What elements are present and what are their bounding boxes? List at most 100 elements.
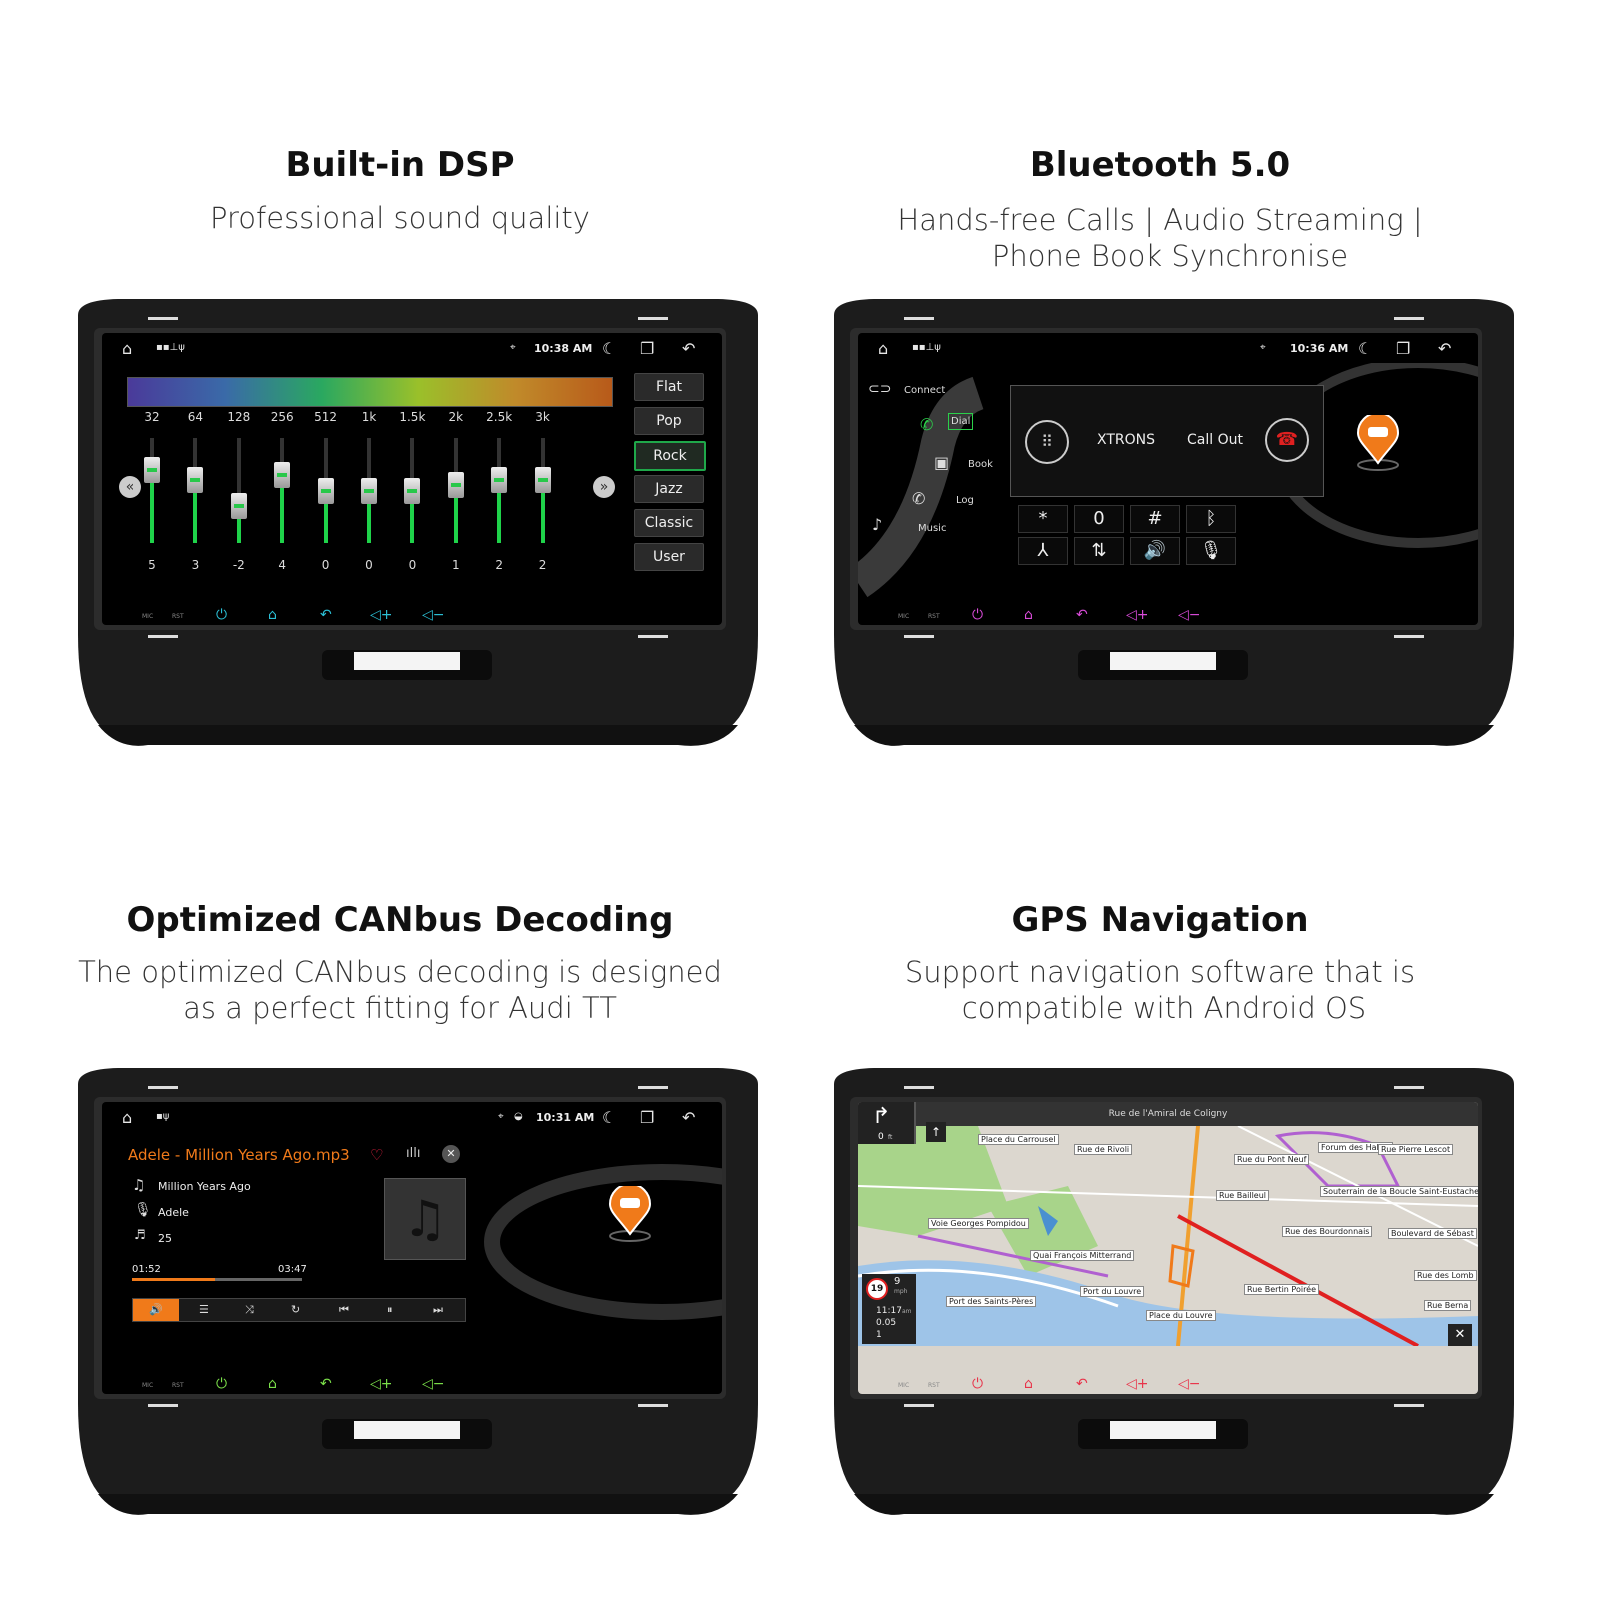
eq-slider-knob[interactable] xyxy=(317,477,334,504)
volume-down-icon[interactable]: ◁− xyxy=(422,1376,445,1392)
volume-up-icon[interactable]: ◁+ xyxy=(370,607,393,623)
back-key-icon[interactable]: ↶ xyxy=(1076,607,1088,623)
pause-icon[interactable]: ⏸ xyxy=(387,1303,393,1316)
turn-right-icon: ↱ xyxy=(872,1104,891,1129)
current-speed: 9 xyxy=(894,1276,901,1287)
night-mode-icon[interactable]: ☾ xyxy=(1358,339,1373,358)
power-icon[interactable]: ⏻ xyxy=(216,607,228,623)
dial-icon[interactable]: ✆ xyxy=(920,415,934,434)
back-icon[interactable]: ↶ xyxy=(1438,339,1452,358)
power-icon[interactable]: ⏻ xyxy=(216,1376,228,1392)
dial-key[interactable]: 🎙 xyxy=(1186,537,1236,565)
music-icon[interactable]: ♪ xyxy=(872,515,883,534)
music-label[interactable]: Music xyxy=(918,523,947,534)
dial-key[interactable]: ⅄ xyxy=(1018,537,1068,565)
book-label[interactable]: Book xyxy=(968,459,993,470)
home-icon[interactable]: ⌂ xyxy=(878,339,889,358)
favorite-icon[interactable]: ♡ xyxy=(370,1146,384,1164)
eq-preset-button[interactable]: User xyxy=(634,543,704,571)
dial-key[interactable]: # xyxy=(1130,505,1180,533)
eq-slider-knob[interactable] xyxy=(144,456,160,483)
eq-slider-fill xyxy=(410,490,415,543)
car-location-pin-icon[interactable] xyxy=(1356,415,1400,471)
playlist-icon[interactable]: ☰ xyxy=(199,1303,209,1316)
car-location-pin-icon[interactable] xyxy=(608,1186,652,1242)
eq-slider-knob[interactable] xyxy=(274,461,291,488)
eq-slider-knob[interactable] xyxy=(447,472,464,499)
log-icon[interactable]: ✆ xyxy=(912,489,926,508)
next-icon[interactable]: ⏭ xyxy=(433,1303,443,1316)
back-icon[interactable]: ↶ xyxy=(682,339,696,358)
progress-track[interactable] xyxy=(132,1278,302,1281)
eq-slider-knob[interactable] xyxy=(187,467,204,493)
map-street-label: Rue de Rivoli xyxy=(1074,1144,1133,1155)
back-key-icon[interactable]: ↶ xyxy=(1076,1376,1088,1392)
eq-slider-knob[interactable] xyxy=(230,493,247,520)
volume-up-icon[interactable]: ◁+ xyxy=(1126,1376,1149,1392)
connect-label[interactable]: Connect xyxy=(904,385,946,396)
eq-slider-knob[interactable] xyxy=(404,477,421,504)
power-icon[interactable]: ⏻ xyxy=(972,607,984,623)
dial-key[interactable]: * xyxy=(1018,505,1068,533)
close-navigation-button[interactable]: ✕ xyxy=(1448,1324,1472,1346)
volume-down-icon[interactable]: ◁− xyxy=(1178,1376,1201,1392)
map-canvas[interactable] xyxy=(858,1126,1478,1346)
back-icon[interactable]: ↶ xyxy=(682,1108,696,1127)
keypad-toggle-icon[interactable]: ⠿ xyxy=(1025,420,1069,464)
close-icon[interactable]: ✕ xyxy=(442,1145,460,1163)
dial-key[interactable]: ⇅ xyxy=(1074,537,1124,565)
eq-band-value: 3 xyxy=(191,558,200,572)
eq-next-arrow[interactable]: » xyxy=(593,476,615,498)
eq-preset-button[interactable]: Rock xyxy=(634,441,706,471)
eq-slider-track[interactable] xyxy=(236,438,241,543)
eq-slider-knob[interactable] xyxy=(361,477,377,504)
eq-preset-button[interactable]: Pop xyxy=(634,407,704,435)
eq-preset-button[interactable]: Flat xyxy=(634,373,704,401)
volume-icon[interactable]: 🔊 xyxy=(133,1299,179,1321)
connect-icon[interactable]: ⊂⊃ xyxy=(868,381,892,397)
eq-slider-knob[interactable] xyxy=(534,467,551,493)
volume-up-icon[interactable]: ◁+ xyxy=(1126,607,1149,623)
speed-unit: mph xyxy=(894,1288,908,1295)
eq-preset-button[interactable]: Jazz xyxy=(634,475,704,503)
home-icon[interactable]: ⌂ xyxy=(122,339,133,358)
repeat-icon[interactable]: ↻ xyxy=(291,1303,301,1316)
recent-apps-icon[interactable]: ❐ xyxy=(640,339,655,358)
recent-apps-icon[interactable]: ❐ xyxy=(640,1108,655,1127)
dial-key[interactable]: ᛒ xyxy=(1186,505,1236,533)
map-street-label: Rue des Lomb xyxy=(1414,1270,1477,1281)
volume-down-icon[interactable]: ◁− xyxy=(1178,607,1201,623)
home-key-icon[interactable]: ⌂ xyxy=(1024,607,1033,623)
home-key-icon[interactable]: ⌂ xyxy=(268,607,277,623)
eq-slider-knob[interactable] xyxy=(491,467,508,493)
eq-slider-fill xyxy=(367,490,371,543)
call-status: Call Out xyxy=(1187,432,1243,448)
rst-label: RST xyxy=(172,1382,184,1389)
eq-preset-button[interactable]: Classic xyxy=(634,509,704,537)
eq-slider-fill xyxy=(150,469,154,543)
shuffle-icon[interactable]: ⤨ xyxy=(245,1303,254,1316)
eq-prev-arrow[interactable]: « xyxy=(119,476,141,498)
back-key-icon[interactable]: ↶ xyxy=(320,1376,332,1392)
log-label[interactable]: Log xyxy=(956,495,974,506)
home-icon[interactable]: ⌂ xyxy=(122,1108,133,1127)
home-key-icon[interactable]: ⌂ xyxy=(268,1376,277,1392)
home-key-icon[interactable]: ⌂ xyxy=(1024,1376,1033,1392)
book-icon[interactable]: ▣ xyxy=(934,453,950,472)
eq-band-label: 64 xyxy=(187,410,204,424)
back-key-icon[interactable]: ↶ xyxy=(320,607,332,623)
dial-key[interactable]: 🔊 xyxy=(1130,537,1180,565)
eq-band-label: 256 xyxy=(270,410,294,424)
eq-band-value: 0 xyxy=(365,558,373,572)
volume-up-icon[interactable]: ◁+ xyxy=(370,1376,393,1392)
night-mode-icon[interactable]: ☾ xyxy=(602,339,617,358)
equalizer-icon[interactable]: ıllı xyxy=(406,1146,421,1161)
volume-down-icon[interactable]: ◁− xyxy=(422,607,445,623)
hang-up-button[interactable]: ☎ xyxy=(1265,418,1309,462)
dial-label[interactable]: Dial xyxy=(948,413,974,430)
previous-icon[interactable]: ⏮ xyxy=(339,1303,349,1316)
night-mode-icon[interactable]: ☾ xyxy=(602,1108,617,1127)
recent-apps-icon[interactable]: ❐ xyxy=(1396,339,1411,358)
power-icon[interactable]: ⏻ xyxy=(972,1376,984,1392)
dial-key[interactable]: 0 xyxy=(1074,505,1124,533)
